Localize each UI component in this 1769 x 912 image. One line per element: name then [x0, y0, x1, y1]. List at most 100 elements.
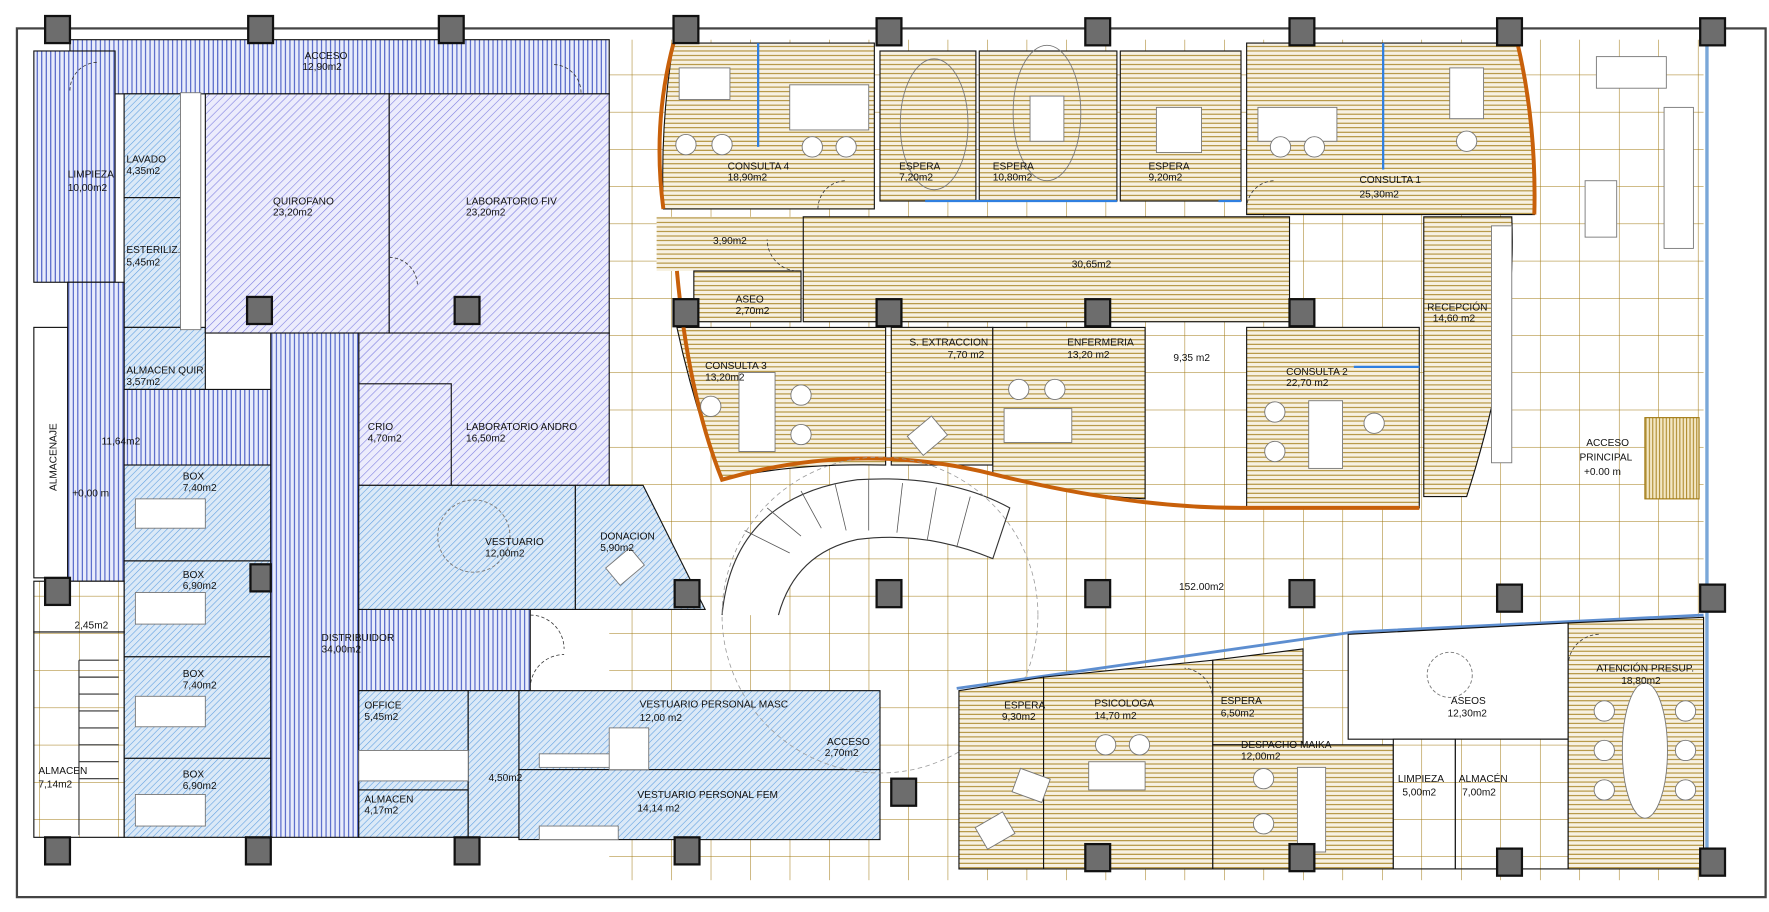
label-lab-andro: LABORATORIO ANDRO — [466, 422, 577, 433]
area-almacen-escalera: 7,14m2 — [38, 780, 72, 791]
room-distribuidor — [270, 332, 360, 838]
area-paso: 4,50m2 — [489, 773, 523, 784]
area-box-3: 7,40m2 — [183, 680, 217, 691]
lockers — [538, 753, 619, 768]
label-box-2: BOX — [183, 570, 205, 581]
area-extraccion: 7,70 m2 — [948, 350, 985, 361]
label-donacion: DONACION — [600, 531, 655, 542]
area-almacen-quir: 3,57m2 — [126, 377, 160, 388]
furniture — [974, 651, 1697, 853]
label-consulta-3: CONSULTA 3 — [705, 361, 767, 372]
label-almacenaje: ALMACENAJE — [48, 423, 59, 491]
area-quirofano: 23,20m2 — [273, 208, 313, 219]
area-espera-3: 9,20m2 — [1148, 173, 1182, 184]
area-atencion-presup: 18,80m2 — [1621, 676, 1661, 687]
corridor-west — [656, 216, 804, 271]
corridor-link — [123, 388, 272, 466]
room-espera-1 — [879, 50, 977, 202]
label-lab-fiv: LABORATORIO FIV — [466, 196, 557, 207]
label-consulta-2: CONSULTA 2 — [1286, 367, 1348, 378]
structural-columns — [43, 14, 1727, 877]
counter — [180, 92, 202, 331]
label-box-4: BOX — [183, 770, 205, 781]
label-espera-2: ESPERA — [993, 161, 1034, 172]
room-paso — [467, 690, 520, 838]
label-almacen-quir: ALMACEN QUIR — [126, 366, 203, 377]
room-aseos — [1347, 622, 1569, 740]
area-pasillo-2: 30,65m2 — [1072, 260, 1112, 271]
label-vestuario-masc: VESTUARIO PERSONAL MASC — [640, 700, 788, 711]
label-enfermeria: ENFERMERIA — [1067, 337, 1134, 348]
label-distribuidor: DISTRIBUIDOR — [322, 633, 395, 644]
spiral-staircase — [721, 456, 1039, 774]
area-pasillo-1: 3,90m2 — [713, 236, 747, 247]
label-espera-4: ESPERA — [1004, 701, 1045, 712]
area-acceso-2: 2,70m2 — [825, 748, 859, 759]
level-acceso-principal: +0.00 m — [1584, 467, 1621, 478]
room-aseo — [693, 270, 802, 323]
label-recepcion: RECEPCIÓN — [1427, 300, 1487, 313]
area-consulta-1: 25,30m2 — [1359, 190, 1399, 201]
bed — [134, 498, 206, 529]
room-almacen-office — [358, 789, 469, 838]
bed — [134, 592, 206, 625]
room-limpieza — [33, 50, 116, 283]
area-pasillo-almacenaje: 11,64m2 — [102, 437, 141, 448]
area-almacen-2: 7,00m2 — [1462, 788, 1496, 799]
area-consulta-2: 22,70 m2 — [1286, 378, 1329, 389]
area-acceso: 12,90m2 — [302, 62, 342, 73]
room-donacion — [574, 484, 707, 610]
label-almacen-office: ALMACEN — [364, 794, 413, 805]
label-crio: CRIO — [368, 422, 393, 433]
label-office: OFFICE — [364, 701, 401, 712]
label-limpieza: LIMPIEZA — [68, 169, 114, 180]
bed — [134, 695, 206, 728]
area-almacen-office: 4,17m2 — [364, 806, 398, 817]
changing-area — [437, 499, 511, 573]
label-consulta-1: CONSULTA 1 — [1359, 175, 1421, 186]
label-acceso-principal-1: ACCESO — [1586, 438, 1629, 449]
area-crio: 4,70m2 — [368, 433, 402, 444]
area-box-2: 6,90m2 — [183, 581, 217, 592]
label-lavado: LAVADO — [126, 155, 166, 166]
label-despacho-maika: DESPACHO MAIKA — [1241, 740, 1332, 751]
desk — [358, 750, 469, 782]
label-consulta-4: CONSULTA 4 — [728, 161, 790, 172]
area-lavado: 4,35m2 — [126, 166, 160, 177]
area-consulta-4: 18,90m2 — [728, 173, 768, 184]
area-espera-4: 9,30m2 — [1002, 712, 1036, 723]
area-limpieza-2: 5,00m2 — [1402, 788, 1436, 799]
label-esteriliz: ESTERILIZ. — [126, 245, 180, 256]
lower-offices — [956, 613, 1705, 870]
label-aseo: ASEO — [736, 295, 764, 306]
label-acceso: ACCESO — [305, 51, 348, 62]
area-espera-1: 7,20m2 — [899, 173, 933, 184]
area-recepcion: 14,60 m2 — [1433, 314, 1476, 325]
area-despacho-maika: 12,00m2 — [1241, 751, 1281, 762]
corridor-almacenaje — [67, 281, 125, 582]
room-labels: ACCESO 12,90m2 LIMPIEZA 10,00m2 LAVADO 4… — [38, 51, 1694, 817]
diagonal-glass-wall — [956, 613, 1704, 690]
lockers — [538, 825, 619, 841]
room-distribuidor-east — [358, 608, 531, 692]
label-espera-1: ESPERA — [899, 161, 940, 172]
label-limpieza-2: LIMPIEZA — [1398, 774, 1444, 785]
curved-facade — [657, 42, 1537, 510]
label-espera-3: ESPERA — [1148, 161, 1189, 172]
entrance-mat — [1644, 417, 1700, 500]
room-almacenaje — [33, 326, 69, 579]
label-vestuario: VESTUARIO — [485, 537, 544, 548]
label-acceso-principal-2: PRINCIPAL — [1579, 453, 1632, 464]
clinical-zone — [33, 39, 881, 841]
label-psicologa: PSICOLOGA — [1094, 698, 1154, 709]
area-box-4: 6,90m2 — [183, 781, 217, 792]
area-lab-andro: 16,50m2 — [466, 433, 506, 444]
area-espera-2: 10,80m2 — [993, 173, 1033, 184]
label-acceso-2: ACCESO — [827, 737, 870, 748]
area-espera-5: 6,50m2 — [1221, 709, 1255, 720]
area-pasillo-3: 9,35 m2 — [1173, 353, 1210, 364]
label-box-3: BOX — [183, 669, 205, 680]
reception-counter — [1491, 225, 1513, 464]
label-atencion-presup: ATENCIÓN PRESUP. — [1596, 661, 1694, 674]
